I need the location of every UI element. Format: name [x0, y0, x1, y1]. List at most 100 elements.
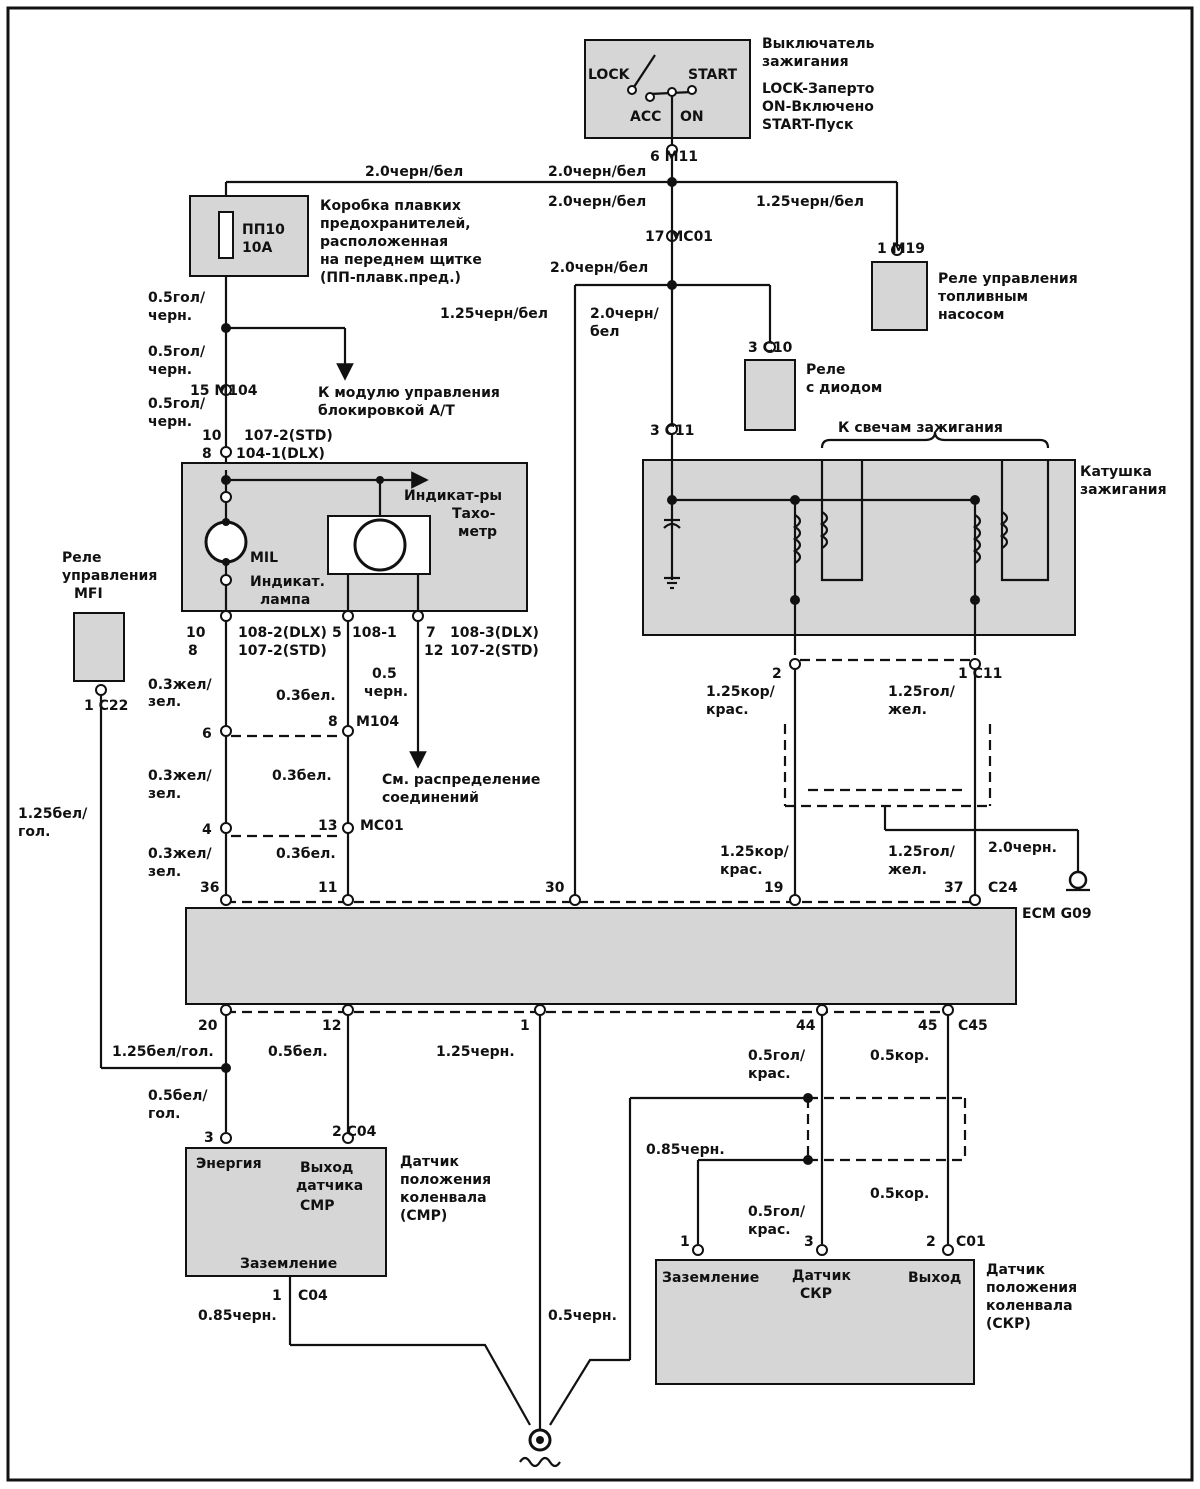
connector-c24: C24: [988, 880, 1018, 896]
ecm-label: ECM G09: [1022, 906, 1092, 922]
cmp-title-1: Датчик: [400, 1154, 459, 1170]
wire-label-125-bg-b: гол.: [18, 824, 51, 840]
wire-label-20-down-1: 2.0черн/: [590, 306, 660, 322]
switch-start-label: START: [688, 67, 738, 83]
ckp-output: Выход: [908, 1270, 961, 1286]
wire-label-03-3a: 0.3жел/: [148, 846, 212, 862]
cluster-label-107-2a: 107-2(STD): [238, 643, 327, 659]
wire-label-05-bel-1: 0.5бел.: [268, 1044, 328, 1060]
ckp-pin-2: 2: [926, 1234, 936, 1250]
connector-mc01-13: MC01: [360, 818, 404, 834]
indicators-label-2: Тахо-: [452, 506, 496, 522]
mil-label: MIL: [250, 550, 278, 566]
fusebox-desc-2: предохранителей,: [320, 216, 471, 232]
wire-label-05-gk-2a: 0.5гол/: [748, 1204, 806, 1220]
wire-label-125-left: 1.25черн/бел: [440, 306, 548, 322]
wire-label-125-gz-1a: 1.25гол/: [888, 684, 956, 700]
wire-label-05-kor-1: 0.5кор.: [870, 1048, 929, 1064]
wire-label-05-bg-b: гол.: [148, 1106, 181, 1122]
wire-label-05-kor-2: 0.5кор.: [870, 1186, 929, 1202]
connector-107-2-std: 107-2(STD): [244, 428, 333, 444]
cmp-output-1: Выход: [300, 1160, 353, 1176]
diode-relay-line-2: с диодом: [806, 380, 882, 396]
ecm-module: ECM G09: [185, 906, 1092, 1005]
fusebox-desc-4: на переднем щитке: [320, 252, 482, 268]
connector-pin-6: 6: [202, 726, 212, 742]
ecm-pin-45: 45: [918, 1018, 937, 1034]
diode-relay-line-1: Реле: [806, 362, 846, 378]
wire-label-05-gk-1b: крас.: [748, 1066, 791, 1082]
wire-label-125-gz-2a: 1.25гол/: [888, 844, 956, 860]
diode-relay: Реле с диодом: [744, 359, 882, 431]
mfi-relay-line-2: управления: [62, 568, 157, 584]
switch-title-2: зажигания: [762, 54, 849, 70]
cluster-pin-10: 10: [186, 625, 206, 641]
indicators-label-1: Индикат-ры: [404, 488, 502, 504]
connector-m19: 1 M19: [877, 241, 925, 257]
connector-pin-8: 8: [202, 446, 212, 462]
switch-lock-label: LOCK: [588, 67, 631, 83]
switch-legend-2: ON-Включено: [762, 99, 874, 115]
wire-label-top-left: 2.0черн/бел: [365, 164, 463, 180]
wire-label-125-bg-a: 1.25бел/: [18, 806, 88, 822]
wire-label-03-2a: 0.3жел/: [148, 768, 212, 784]
fuel-pump-relay-line-2: топливным: [938, 289, 1028, 305]
mfi-relay-line-1: Реле: [62, 550, 102, 566]
wire-label-mid-1: 2.0черн/бел: [548, 194, 646, 210]
cmp-ground: Заземление: [240, 1256, 337, 1272]
wire-label-05-2a: 0.5гол/: [148, 344, 206, 360]
indicators-label-3: метр: [458, 524, 497, 540]
switch-legend-3: START-Пуск: [762, 117, 854, 133]
wire-label-05-chernb: черн.: [364, 684, 408, 700]
ecm-pin-12: 12: [322, 1018, 341, 1034]
wire-label-05-chern-bottom: 0.5черн.: [548, 1308, 617, 1324]
cluster-pin-8: 8: [188, 643, 198, 659]
ground-symbol-bottom: [519, 1428, 561, 1468]
cluster-label-107-2b: 107-2(STD): [450, 643, 539, 659]
connector-pin-4: 4: [202, 822, 212, 838]
wire-label-05-cherna: 0.5: [372, 666, 397, 682]
ignition-coil-line-1: Катушка: [1080, 464, 1152, 480]
ecm-pin-19: 19: [764, 880, 783, 896]
cmp-output-2: датчика: [296, 1178, 363, 1194]
connector-c01: C01: [956, 1234, 986, 1250]
ignition-switch: LOCK START ACC ON Выключатель зажигания …: [584, 36, 875, 139]
at-module-line-2: блокировкой А/Т: [318, 403, 455, 419]
wire-label-125-gz-2b: жел.: [888, 862, 927, 878]
connector-c11-3: 3 C11: [650, 423, 694, 439]
connector-104-1-dlx: 104-1(DLX): [236, 446, 325, 462]
cmp-title-2: положения: [400, 1172, 491, 1188]
ecm-pin-1: 1: [520, 1018, 530, 1034]
lamp-label-1: Индикат.: [250, 574, 325, 590]
wire-label-085-chern-1: 0.85черн.: [646, 1142, 725, 1158]
connector-m104-15: 15 M104: [190, 383, 258, 399]
fuel-pump-relay-line-1: Реле управления: [938, 271, 1078, 287]
cmp-title-4: (CMP): [400, 1208, 447, 1224]
ckp-ground: Заземление: [662, 1270, 759, 1286]
cluster-pin-7: 7: [426, 625, 436, 641]
wire-label-03-3b: зел.: [148, 864, 181, 880]
cmp-sensor: Энергия Выход датчика CMP Заземление Дат…: [185, 1147, 491, 1277]
cmp-output-3: CMP: [300, 1198, 334, 1214]
fuse-rating: 10A: [242, 240, 272, 256]
mfi-relay-line-3: MFI: [74, 586, 103, 602]
fuel-pump-relay: Реле управления топливным насосом: [871, 261, 1078, 331]
wire-label-05-3b: черн.: [148, 414, 192, 430]
connector-c10: 3 C10: [748, 340, 793, 356]
cmp-pin-2: 2 C04: [332, 1124, 377, 1140]
wire-label-035-1: 0.3бел.: [276, 688, 336, 704]
ecm-pin-20: 20: [198, 1018, 218, 1034]
cluster-pin-12: 12: [424, 643, 443, 659]
cmp-title-3: коленвала: [400, 1190, 487, 1206]
wire-label-085-chern-2: 0.85черн.: [198, 1308, 277, 1324]
fuse-name: ПП10: [242, 222, 285, 238]
mfi-relay: Реле управления MFI: [62, 550, 157, 682]
connector-c22: 1 C22: [84, 698, 128, 714]
ground-symbol-right: [1066, 870, 1090, 892]
ckp-title-1: Датчик: [986, 1262, 1045, 1278]
at-module-line-1: К модулю управления: [318, 385, 500, 401]
cluster-label-108-1: 108-1: [352, 625, 397, 641]
ecm-pin-37: 37: [944, 880, 963, 896]
wire-label-125-kr-1a: 1.25кор/: [706, 684, 776, 700]
